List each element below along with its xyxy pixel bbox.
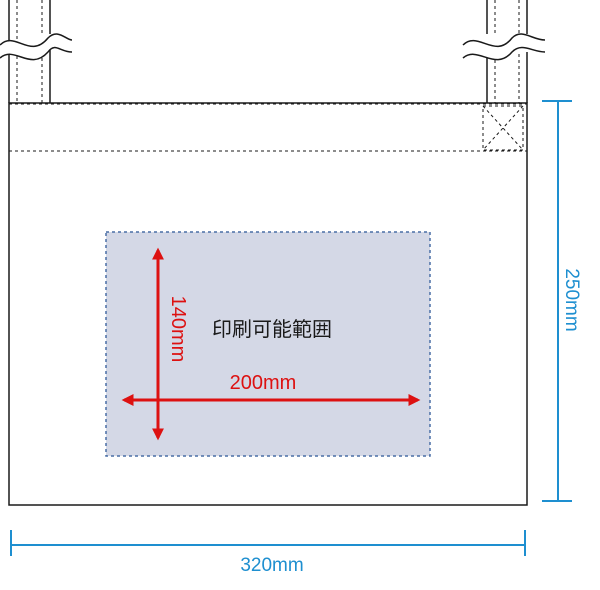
print-height-label: 140mm — [167, 296, 189, 363]
bag-width-label: 320mm — [240, 555, 303, 576]
print-area-label: 印刷可能範囲 — [212, 318, 332, 341]
bag-height-dimension — [542, 100, 572, 502]
left-handle — [8, 0, 51, 103]
left-handle-break-mark — [0, 33, 73, 61]
bag-height-label: 250mm — [561, 268, 582, 331]
bag-width-dimension — [10, 530, 526, 556]
handle-x-stitch-box — [482, 105, 524, 151]
print-width-label: 200mm — [230, 372, 297, 394]
right-handle — [486, 0, 528, 103]
print-area — [105, 231, 431, 457]
right-handle-break-mark — [462, 33, 546, 61]
bag-outline — [8, 102, 528, 506]
